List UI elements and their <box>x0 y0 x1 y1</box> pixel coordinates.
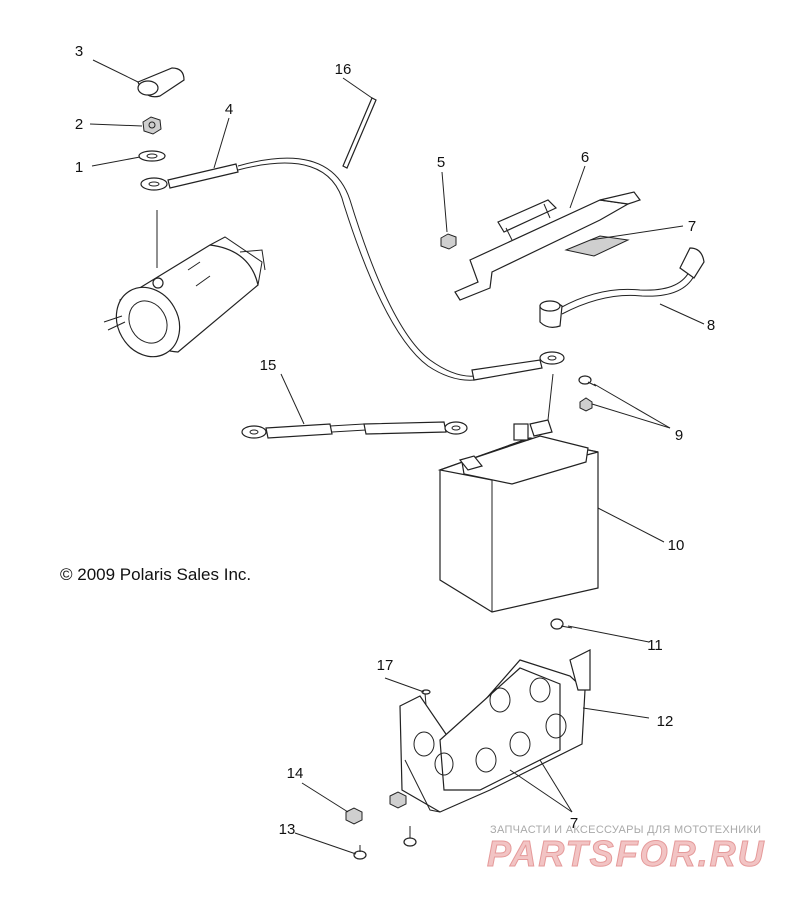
starter-motor <box>103 236 266 358</box>
watermark-brand: PARTSFOR.RU <box>487 833 766 874</box>
washer <box>138 150 166 162</box>
mounting-stud <box>421 689 431 706</box>
foam-pad <box>564 235 630 257</box>
negative-cable <box>241 421 468 439</box>
callout-16: 16 <box>335 61 352 78</box>
callout-labels: 1 2 3 4 5 6 7 7 8 9 10 11 12 13 14 15 16… <box>75 43 715 838</box>
leader-lines <box>89 59 705 855</box>
callout-7-lower: 7 <box>570 815 578 832</box>
bracket-nut <box>440 233 457 250</box>
callout-11: 11 <box>647 637 663 654</box>
lower-nut <box>345 807 363 825</box>
callout-5: 5 <box>437 154 445 171</box>
watermark-tagline: ЗАПЧАСТИ И АКСЕССУАРЫ ДЛЯ МОТОТЕХНИКИ <box>490 824 761 836</box>
hold-down-bracket <box>454 191 641 301</box>
callout-14: 14 <box>287 765 304 782</box>
callout-1: 1 <box>75 159 83 176</box>
callout-6: 6 <box>581 149 589 166</box>
vent-tube <box>342 97 377 169</box>
callout-4: 4 <box>225 101 233 118</box>
nut <box>142 116 162 135</box>
callout-2: 2 <box>75 116 83 133</box>
callout-10: 10 <box>668 537 685 554</box>
callout-8: 8 <box>707 317 715 334</box>
lower-screw <box>353 826 417 860</box>
callout-13: 13 <box>279 821 296 838</box>
copyright-notice: © 2009 Polaris Sales Inc. <box>60 565 251 584</box>
watermark: ЗАПЧАСТИ И АКСЕССУАРЫ ДЛЯ МОТОТЕХНИКИ PA… <box>487 824 766 875</box>
starter-cable <box>140 157 565 381</box>
bracket-screw <box>550 618 573 630</box>
battery <box>437 419 599 613</box>
positive-cable <box>539 247 705 328</box>
callout-15: 15 <box>260 357 277 374</box>
callout-17: 17 <box>377 657 394 674</box>
callout-7-upper: 7 <box>688 218 696 235</box>
callout-12: 12 <box>657 713 674 730</box>
battery-box <box>399 649 591 813</box>
lower-nut-2 <box>389 791 407 809</box>
terminal-hardware <box>578 375 597 412</box>
callout-3: 3 <box>75 43 83 60</box>
callout-9: 9 <box>675 427 683 444</box>
terminal-boot <box>137 67 185 98</box>
